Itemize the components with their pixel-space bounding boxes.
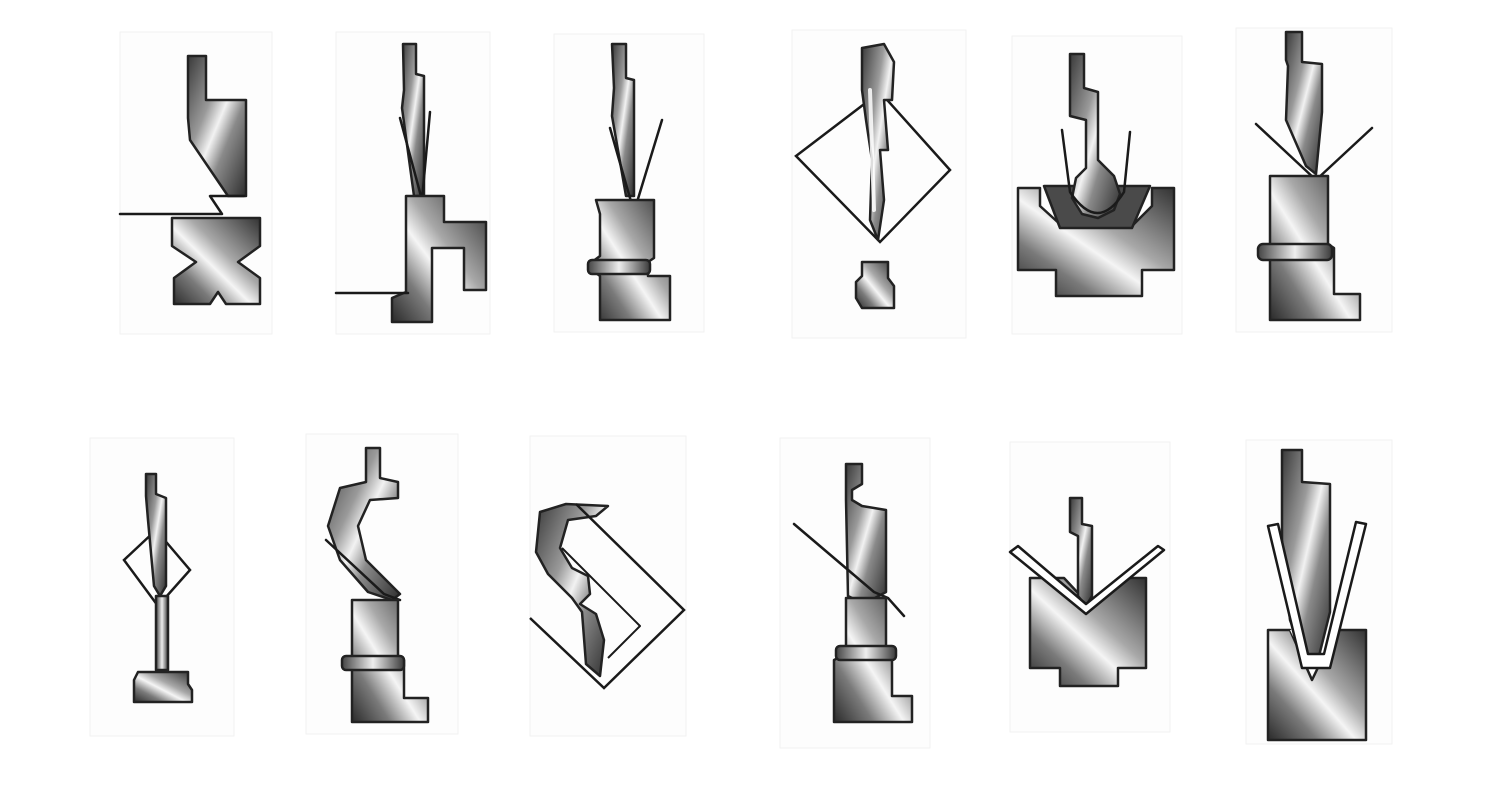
straight-punch-diagonal-sheet-icon: [779, 437, 931, 749]
wide-v-bend-icon: [1235, 27, 1393, 333]
small-square-part-icon: [89, 437, 235, 737]
square-part-gooseneck-icon: [791, 29, 967, 339]
punch-die-acute-v-icon: [553, 33, 705, 333]
punch-die-hem-step-icon: [334, 31, 491, 335]
v-bend-flat-die-icon: [1008, 441, 1171, 733]
rotated-box-part-icon: [529, 435, 687, 737]
punch-die-offset-z-bend-icon: [118, 31, 273, 335]
deep-v-channel-icon: [1245, 439, 1393, 745]
gooseneck-punch-icon: [305, 433, 459, 735]
radius-punch-u-die-icon: [1011, 35, 1183, 335]
